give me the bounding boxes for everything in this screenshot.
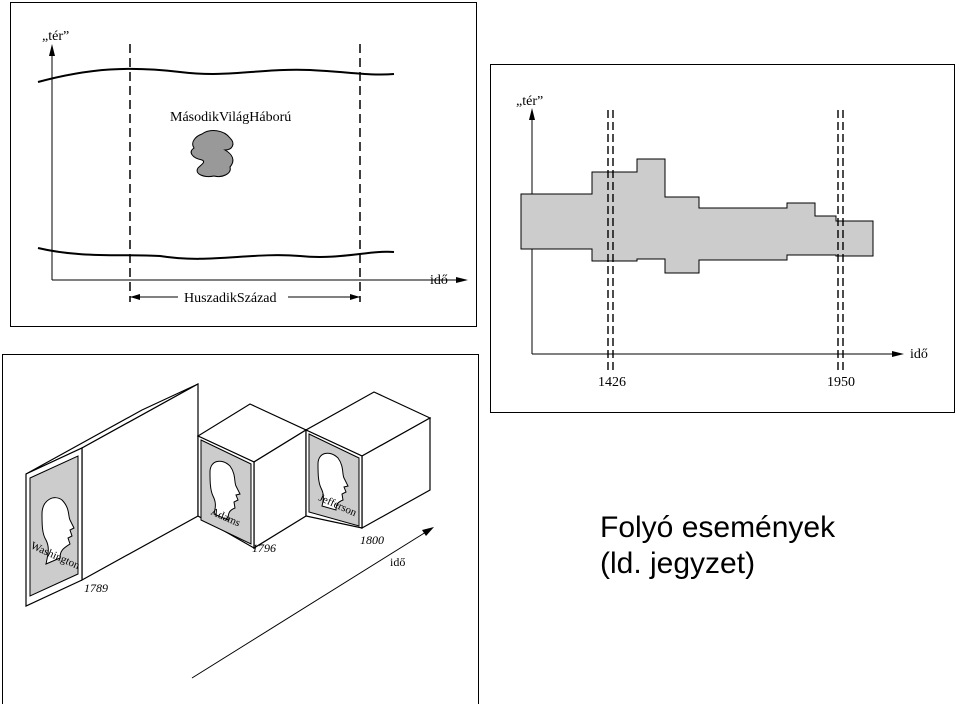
interval-arrow-left xyxy=(130,294,140,300)
caption: Folyó események (ld. jegyzet) xyxy=(600,510,940,582)
interval-arrow-right xyxy=(350,294,360,300)
spacetime-region xyxy=(520,158,874,274)
box-adams: Adams xyxy=(196,403,308,550)
panel-presidency-boxes-svg: Washington Adams Jefferson idő 1789 1796… xyxy=(2,354,479,704)
event-label: MásodikVilágHáború xyxy=(170,110,291,125)
panel-spacetime-region-svg: „tér” idő 1426 1950 xyxy=(490,64,955,413)
year-end-label: 1950 xyxy=(827,375,855,390)
year-label-1800: 1800 xyxy=(360,533,384,547)
head-silhouette-icon xyxy=(41,497,75,565)
year-label-1789: 1789 xyxy=(84,581,108,595)
panel-world-war-two: „tér” idő MásodikVilágHáború HuszadikSzá… xyxy=(10,2,478,328)
x-axis-label: idő xyxy=(910,347,928,362)
x-axis-label: idő xyxy=(390,555,405,569)
y-axis-arrow xyxy=(529,108,535,120)
caption-line-2: (ld. jegyzet) xyxy=(600,547,756,580)
interval-label: HuszadikSzázad xyxy=(184,291,277,306)
space-boundary-top xyxy=(37,67,395,83)
time-axis-arrow xyxy=(422,527,434,536)
caption-line-1: Folyó események xyxy=(600,511,836,544)
panel-presidency-boxes: Washington Adams Jefferson idő 1789 1796… xyxy=(2,354,480,704)
panel-spacetime-region: „tér” idő 1426 1950 xyxy=(490,64,956,414)
box-jefferson: Jefferson xyxy=(304,391,432,530)
year-label-1796: 1796 xyxy=(252,541,276,555)
head-silhouette-icon xyxy=(317,452,349,511)
y-axis-label: „tér” xyxy=(42,29,69,44)
panel-frame xyxy=(10,2,477,327)
box-washington: Washington xyxy=(25,382,199,607)
panel-world-war-two-svg: „tér” idő MásodikVilágHáború HuszadikSzá… xyxy=(10,2,477,327)
y-axis-label: „tér” xyxy=(516,94,543,109)
y-axis-arrow xyxy=(49,44,55,56)
head-silhouette-icon xyxy=(209,460,241,521)
time-axis xyxy=(191,531,427,679)
x-axis-label: idő xyxy=(430,273,448,288)
x-axis-arrow xyxy=(456,277,468,283)
year-start-label: 1426 xyxy=(598,375,626,390)
x-axis-arrow xyxy=(892,351,904,357)
space-boundary-bottom xyxy=(37,247,395,260)
event-blob xyxy=(190,130,234,177)
